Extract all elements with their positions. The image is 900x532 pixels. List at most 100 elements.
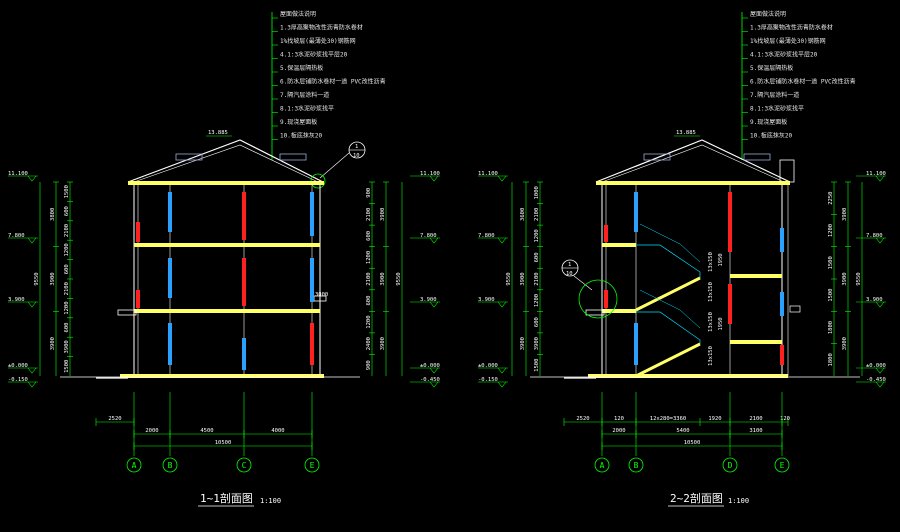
stair-inner-dim: 1950 — [718, 317, 724, 330]
roof-elevation-1: 13.885 — [208, 130, 228, 136]
dim-inner: 600 — [366, 231, 372, 241]
solar-panel-left — [175, 153, 203, 161]
grid-axis-bubble — [126, 457, 142, 473]
detail-tag-2-bottom: 10 — [566, 271, 573, 277]
dim-inner: 600 — [64, 323, 70, 333]
dim-outer: 3900 — [380, 208, 386, 221]
dim-inner: 1200 — [534, 229, 540, 242]
elevation-label: -0.450 — [866, 377, 886, 383]
dim-outer: 3900 — [842, 272, 848, 285]
elevation-label: 11.100 — [8, 171, 28, 177]
roof-note: 屋面做法说明 — [750, 10, 786, 18]
dims-left-1: 1500600210012006002100120060039001500380… — [34, 181, 73, 376]
roof-note: 1.3厚高聚物改性沥青防水卷材 — [750, 24, 833, 32]
dim-inner: 2100 — [366, 272, 372, 285]
elevation-label: -0.450 — [420, 377, 440, 383]
section-1-drawing: 屋面做法说明1.3厚高聚物改性沥青防水卷材1%找坡层(最薄处30)钢筋网4.1:… — [8, 10, 440, 507]
dim-inner: 900 — [366, 360, 372, 370]
grid-axis-label: D — [728, 461, 733, 470]
dim-horizontal: 1920 — [708, 416, 721, 422]
grid-axis-label: A — [132, 461, 137, 470]
elevation-label: ±0.000 — [866, 363, 886, 369]
elevation-label: 11.100 — [420, 171, 440, 177]
roof-outline-2 — [595, 139, 791, 183]
elevations-left-2: 11.100 7.800 3.900 ±0.000 -0.150 — [478, 171, 508, 388]
slab-ground-1 — [120, 374, 324, 378]
dim-inner: 1500 — [64, 360, 70, 373]
dim-inner: 3900 — [64, 340, 70, 353]
elevation-label: 7.800 — [8, 233, 25, 239]
roof-note: 10.板底抹灰20 — [280, 132, 322, 140]
elevation-label: -0.150 — [8, 377, 28, 383]
dim-horizontal: 12x280=3360 — [650, 416, 686, 422]
dim-inner: 1800 — [828, 321, 834, 334]
dim-inner: 2400 — [366, 337, 372, 350]
elevation-label: 11.100 — [478, 171, 498, 177]
dim-horizontal: 10500 — [684, 440, 701, 446]
stair-label: 13x150 — [708, 346, 714, 366]
elevation-label: 7.800 — [866, 233, 883, 239]
dim-inner: 1200 — [366, 315, 372, 328]
elevation-label: ±0.000 — [8, 363, 28, 369]
grid-axis-label: C — [242, 461, 247, 470]
side-label-1: 3000 — [315, 292, 328, 298]
elevation-label: 3.900 — [478, 297, 495, 303]
dim-outer: 3800 — [50, 208, 56, 221]
dim-total: 9550 — [34, 272, 40, 285]
dim-total: 9550 — [856, 272, 862, 285]
dim-outer: 3600 — [520, 208, 526, 221]
roof-outline — [127, 139, 324, 183]
grid-axis-bubble — [594, 457, 610, 473]
dim-horizontal: 2100 — [749, 416, 762, 422]
roof-note: 9.现浇屋面板 — [750, 118, 787, 126]
dim-inner: 1500 — [828, 256, 834, 269]
section-2-scale: 1:100 — [728, 497, 749, 505]
slab-3f-1 — [134, 243, 320, 247]
elevation-label: -0.150 — [478, 377, 498, 383]
stair-label: 13x150 — [708, 252, 714, 272]
stair-label: 13x150 — [708, 282, 714, 302]
dim-inner: 900 — [366, 188, 372, 198]
section-1-scale: 1:100 — [260, 497, 281, 505]
dim-inner: 600 — [534, 317, 540, 327]
roof-note: 7.隔汽层涂料一道 — [280, 91, 329, 99]
elevation-label: 3.900 — [866, 297, 883, 303]
elevation-label: 7.800 — [478, 233, 495, 239]
dim-horizontal: 3100 — [749, 428, 762, 434]
roof-note: 8.1:3水泥砂浆找平 — [750, 105, 804, 113]
dim-inner: 1200 — [64, 301, 70, 314]
elevation-label: 3.900 — [420, 297, 437, 303]
detail-tag-1-bottom: 10 — [353, 153, 360, 159]
grid-axis-bubble — [304, 457, 320, 473]
roof-note: 8.1:3水泥砂浆找平 — [280, 105, 334, 113]
dim-outer: 3900 — [50, 337, 56, 350]
dim-inner: 1200 — [534, 294, 540, 307]
section-2-drawing: 屋面做法说明1.3厚高聚物改性沥青防水卷材1%找坡层(最薄处30)钢筋网4.1:… — [478, 10, 886, 507]
dim-outer: 3900 — [50, 272, 56, 285]
roof-note: 7.隔汽层涂料一道 — [750, 91, 799, 99]
dim-horizontal: 120 — [780, 416, 790, 422]
roof-notes-1: 屋面做法说明1.3厚高聚物改性沥青防水卷材1%找坡层(最薄处30)钢筋网4.1:… — [272, 10, 386, 140]
dim-outer: 3900 — [380, 337, 386, 350]
elevation-label: ±0.000 — [478, 363, 498, 369]
dim-inner: 1500 — [828, 289, 834, 302]
dim-inner: 2100 — [64, 224, 70, 237]
roof-note: 1%找坡层(最薄处30)钢筋网 — [750, 37, 826, 45]
staircase — [635, 223, 701, 378]
dims-right-1: 9002100600120021006001200240090039003900… — [366, 181, 403, 376]
dim-inner: 2250 — [828, 192, 834, 205]
slab-roof-1 — [128, 181, 324, 185]
grid-axis-label: B — [634, 461, 639, 470]
roof-note: 9.现浇屋面板 — [280, 118, 317, 126]
section-2-title: 2~2剖面图 — [670, 491, 723, 505]
stair-inner-dim: 1950 — [718, 253, 724, 266]
dim-horizontal: 2520 — [576, 416, 589, 422]
dim-horizontal: 5400 — [676, 428, 689, 434]
